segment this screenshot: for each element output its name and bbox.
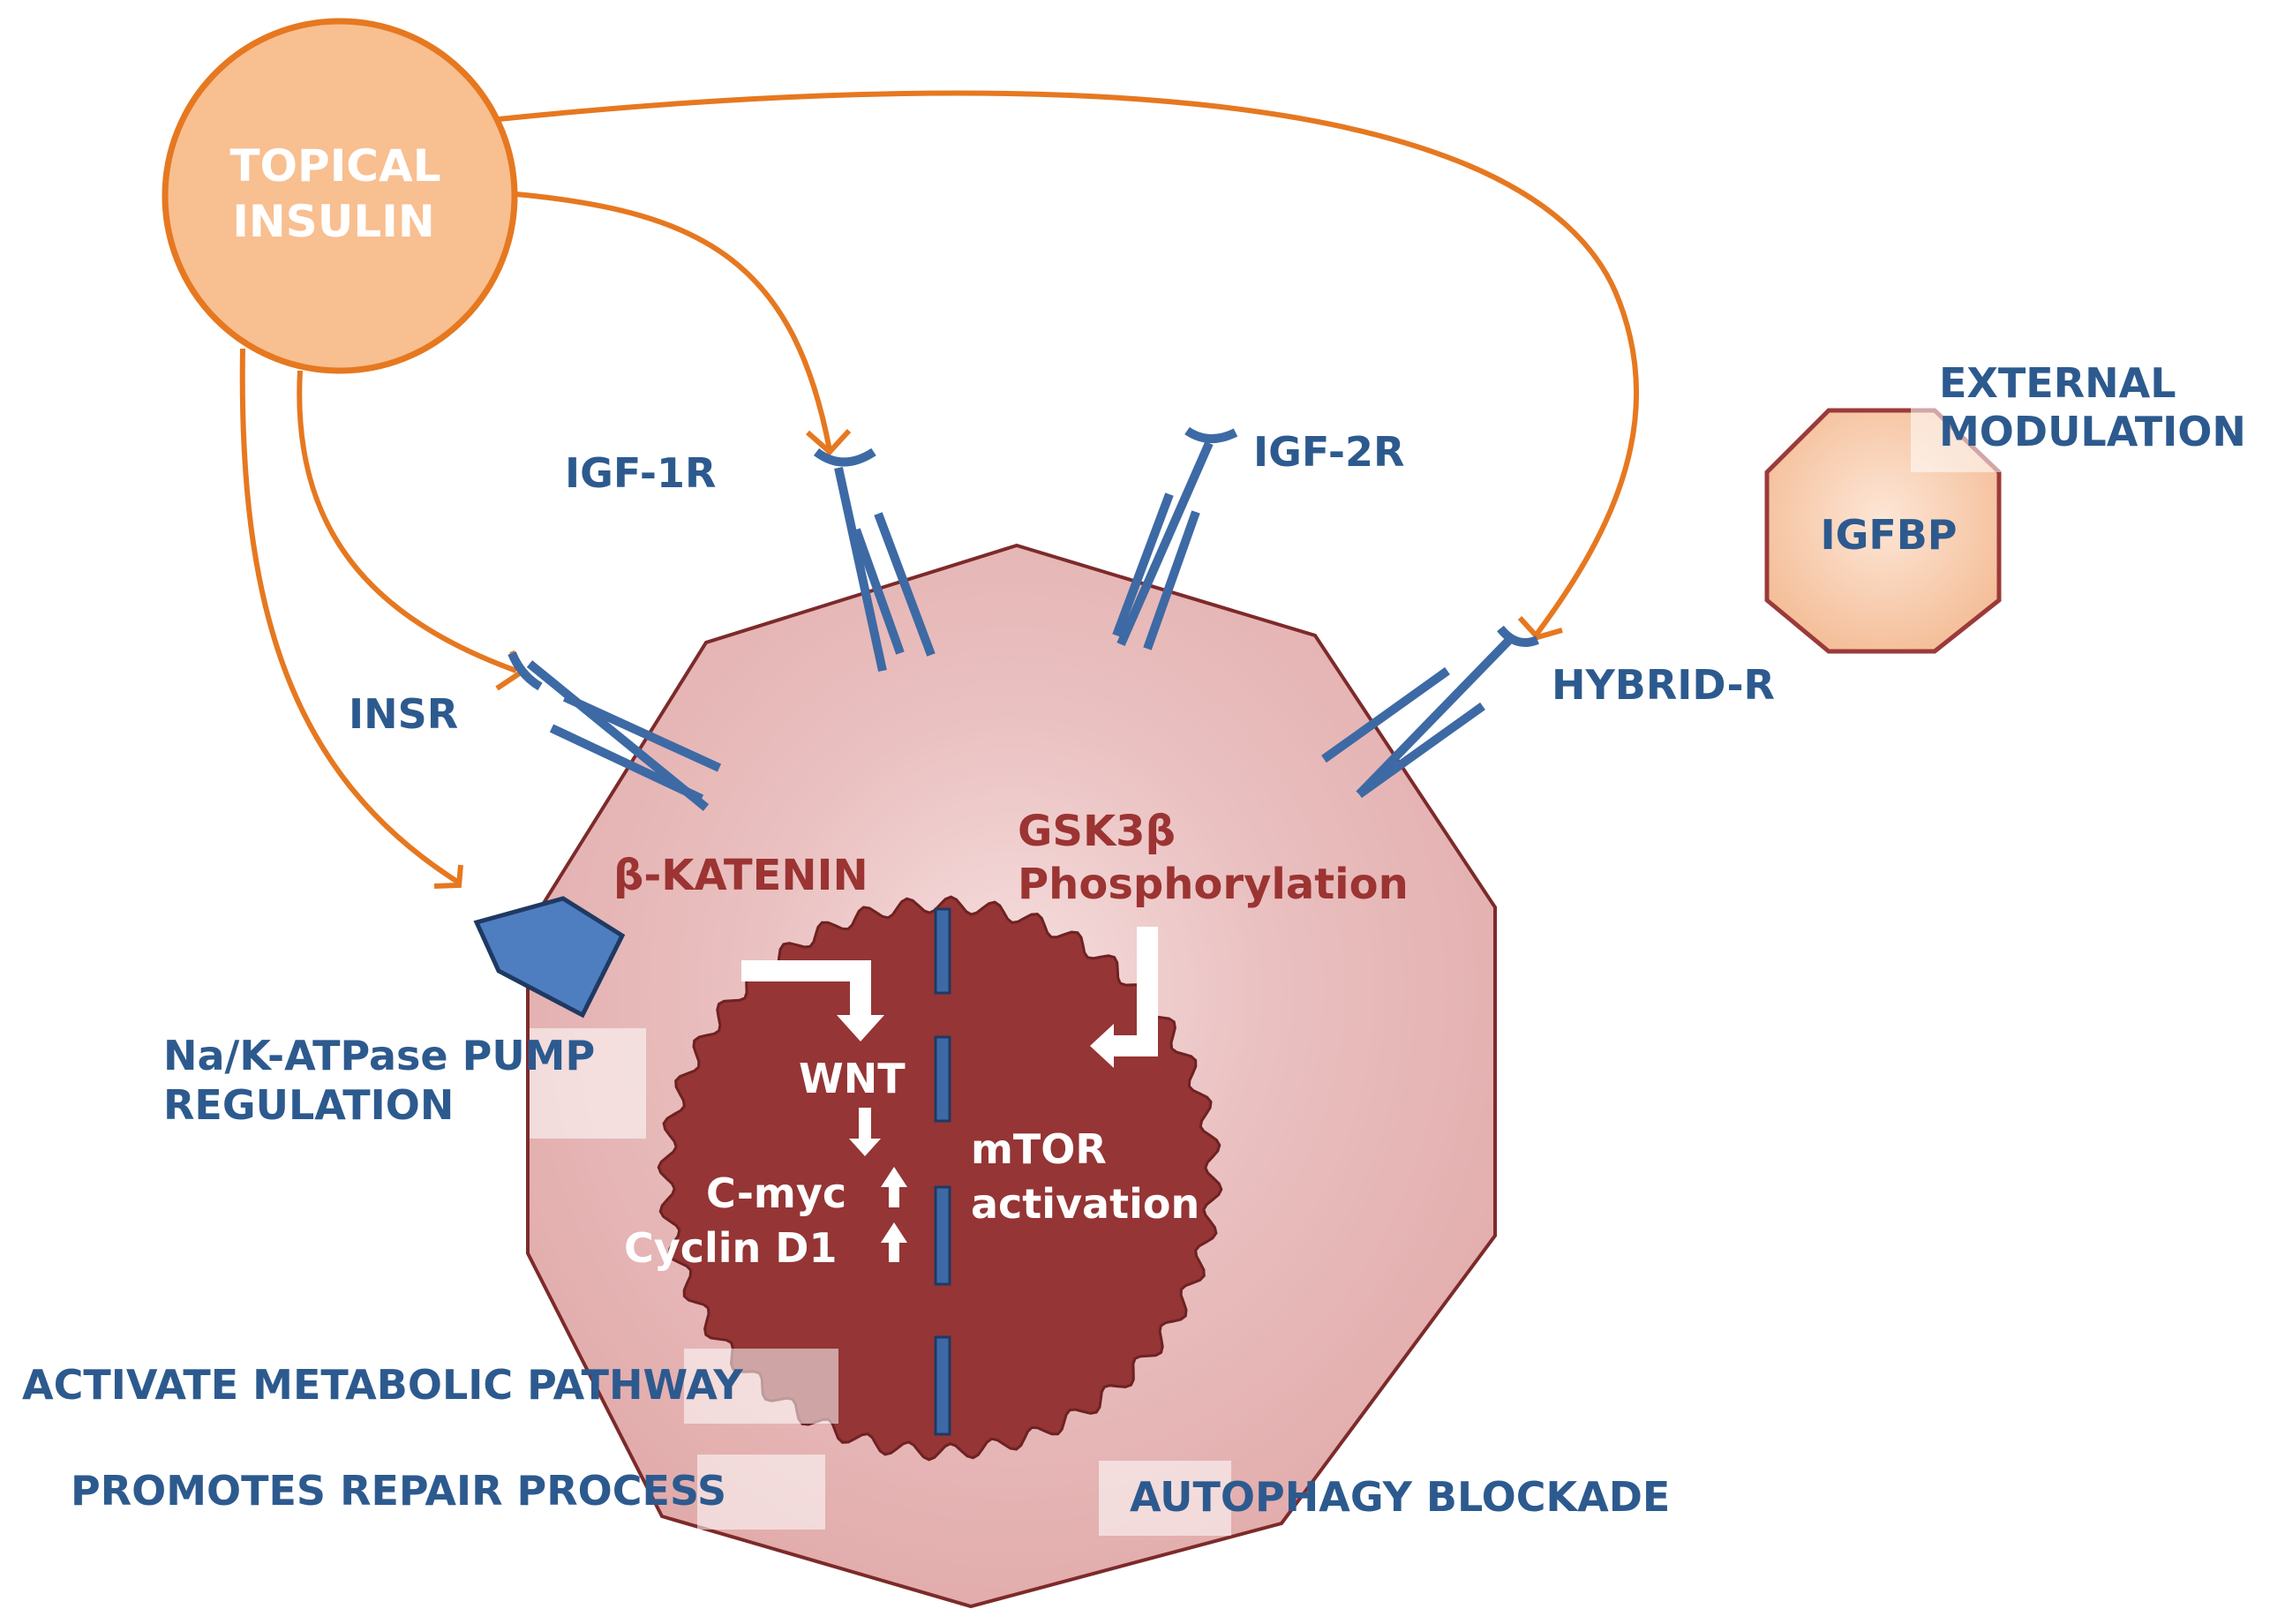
- metabolic-box: [684, 1349, 838, 1424]
- arrow-gsk-to-mtor: [1110, 927, 1158, 1056]
- receptor-igf1r: [813, 447, 936, 673]
- katenin-label: β-KATENIN: [613, 851, 868, 900]
- cmyc-label: C-myc: [706, 1169, 846, 1217]
- arrowhead-igf1r: [806, 428, 852, 456]
- autophagy-box: [1099, 1461, 1231, 1536]
- autophagy-label: AUTOPHAGY BLOCKADE: [1130, 1473, 1670, 1521]
- gsk-label-line2: Phosphorylation: [1018, 860, 1409, 909]
- external-modulation-box: [1911, 366, 2026, 472]
- arrowhead-pump: [433, 864, 463, 889]
- pump-label-line2: REGULATION: [163, 1081, 454, 1129]
- na-k-pump-shape: [473, 896, 626, 1019]
- insr-label: INSR: [349, 690, 458, 738]
- wnt-label: WNT: [799, 1055, 906, 1102]
- mtor-label-line1: mTOR: [971, 1125, 1107, 1173]
- arrow-to-insr: [297, 370, 518, 673]
- insulin-label-line1: TOPICAL: [229, 140, 440, 192]
- igf2r-label: IGF-2R: [1253, 428, 1404, 476]
- insulin-label-line2: INSULIN: [232, 196, 434, 247]
- arrowhead-hybrid: [1517, 615, 1563, 641]
- metabolic-label: ACTIVATE METABOLIC PATHWAY: [22, 1361, 743, 1409]
- pump-label-line1: Na/K-ATPase PUMP: [163, 1032, 595, 1079]
- external-label-line2: MODULATION: [1939, 408, 2246, 455]
- arrow-to-igf1r: [515, 192, 832, 451]
- nucleus: [657, 895, 1223, 1462]
- hybrid-label: HYBRID-R: [1552, 661, 1775, 709]
- external-label-line1: EXTERNAL: [1939, 359, 2176, 407]
- arrow-to-pump: [239, 348, 461, 885]
- receptor-hybrid: [1321, 625, 1539, 799]
- receptor-insr: [507, 651, 722, 811]
- receptor-igf2r: [1112, 426, 1238, 650]
- repair-label: PROMOTES REPAIR PROCESS: [71, 1467, 726, 1515]
- topical-insulin-circle: [162, 18, 518, 374]
- white-arrowheads: [837, 1015, 1114, 1243]
- cyclin-label: Cyclin D1: [624, 1224, 838, 1272]
- pump-label-box: [530, 1028, 646, 1139]
- igfbp-label: IGFBP: [1820, 511, 1957, 559]
- nuclear-divider: [934, 907, 951, 1436]
- mtor-label-line2: activation: [971, 1180, 1199, 1228]
- arrow-katenin-to-wnt: [741, 960, 871, 1019]
- igf1r-label: IGF-1R: [565, 449, 716, 497]
- gsk-label-line1: GSK3β: [1018, 807, 1176, 856]
- arrow-to-hybrid: [498, 90, 1640, 637]
- insulin-arrows: [239, 90, 1640, 885]
- repair-box: [697, 1455, 825, 1530]
